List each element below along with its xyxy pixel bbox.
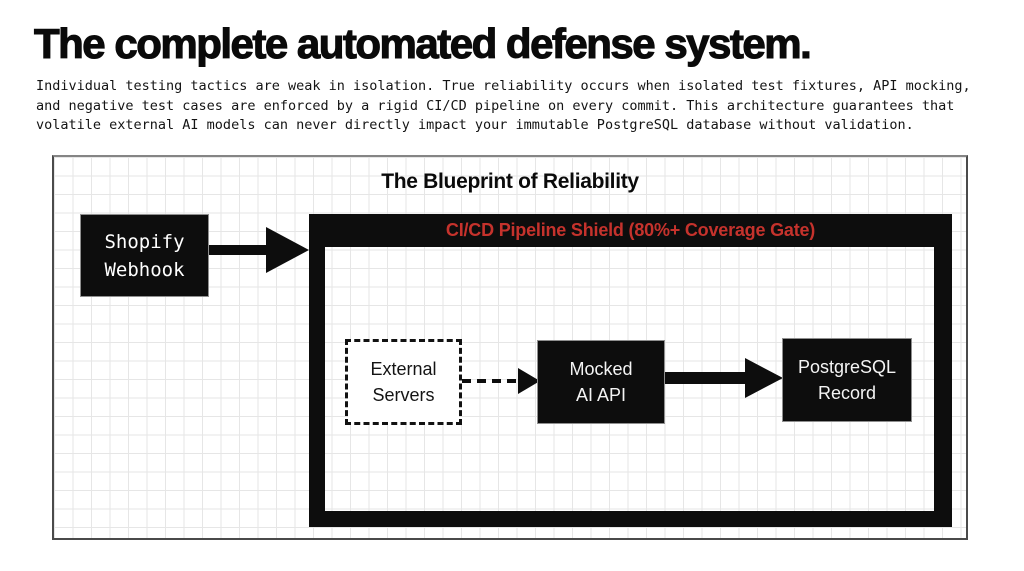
shield-title: CI/CD Pipeline Shield (80%+ Coverage Gat… <box>445 220 816 240</box>
node-shopify-webhook: Shopify Webhook <box>80 214 209 297</box>
node-postgresql-record: PostgreSQL Record <box>782 338 912 422</box>
intro-line-1: Individual testing tactics are weak in i… <box>36 78 971 94</box>
node-label-line: Mocked <box>569 359 633 379</box>
dashed-arrow-external-to-mocked-head <box>518 368 540 394</box>
arrow-mocked-to-postgres-head <box>745 358 783 398</box>
intro-paragraph: Individual testing tactics are weak in i… <box>36 77 1016 136</box>
arrow-shopify-to-shield-shaft <box>209 245 267 255</box>
node-mocked-ai-api: Mocked AI API <box>537 340 665 424</box>
diagram-canvas: The Blueprint of Reliability Shopify Web… <box>52 155 968 540</box>
intro-line-3: volatile external AI models can never di… <box>36 117 914 133</box>
page-title: The complete automated defense system. <box>33 19 812 67</box>
node-external-servers: External Servers <box>345 339 462 425</box>
node-label-line: Shopify <box>104 230 185 253</box>
node-label-line: Record <box>817 383 877 403</box>
node-label-line: Servers <box>372 385 435 405</box>
node-label-line: PostgreSQL <box>797 357 897 377</box>
node-label-line: AI API <box>575 385 627 405</box>
intro-line-2: and negative test cases are enforced by … <box>36 97 955 114</box>
node-label-line: Webhook <box>104 258 185 281</box>
node-label-line: External <box>370 359 437 379</box>
arrow-shopify-to-shield-head <box>266 227 309 273</box>
diagram-title: The Blueprint of Reliability <box>381 170 639 193</box>
arrow-mocked-to-postgres-shaft <box>665 372 746 384</box>
dashed-arrow-external-to-mocked-line <box>462 379 519 383</box>
